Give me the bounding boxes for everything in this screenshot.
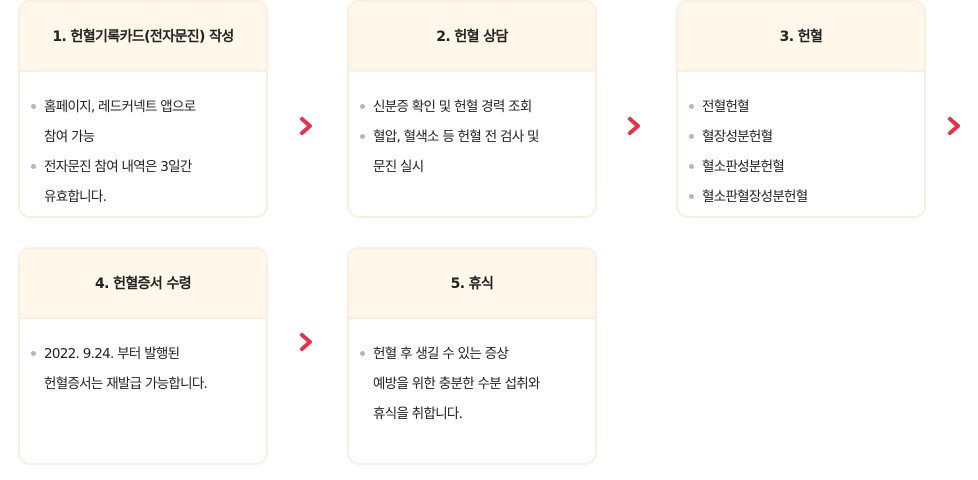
chevron-right-icon <box>298 332 316 352</box>
step-card-3: 3. 헌혈 전혈헌혈 혈장성분헌혈 혈소판성분헌혈 혈소판혈장성분헌혈 <box>676 0 926 218</box>
step-title: 1. 헌혈기록카드(전자문진) 작성 <box>20 2 266 72</box>
list-item: 혈소판성분헌혈 <box>688 152 914 182</box>
list-item: 신분증 확인 및 헌혈 경력 조회 <box>359 92 585 122</box>
step-title: 3. 헌혈 <box>678 2 924 72</box>
step-card-1: 1. 헌혈기록카드(전자문진) 작성 홈페이지, 레드커넥트 앱으로 참여 가능… <box>18 0 268 218</box>
step-card-4: 4. 헌혈증서 수령 2022. 9.24. 부터 발행된 헌혈증서는 재발급 … <box>18 247 268 465</box>
step-card-5: 5. 휴식 헌혈 후 생길 수 있는 증상 예방을 위한 충분한 수분 섭취와 … <box>347 247 597 465</box>
step-list: 전혈헌혈 혈장성분헌혈 혈소판성분헌혈 혈소판혈장성분헌혈 <box>688 92 914 212</box>
step-title: 2. 헌혈 상담 <box>349 2 595 72</box>
step-list: 2022. 9.24. 부터 발행된 헌혈증서는 재발급 가능합니다. <box>30 339 256 399</box>
chevron-right-icon <box>298 116 316 136</box>
chevron-right-icon <box>626 116 644 136</box>
list-item: 전혈헌혈 <box>688 92 914 122</box>
list-item: 헌혈 후 생길 수 있는 증상 예방을 위한 충분한 수분 섭취와 휴식을 취합… <box>359 339 585 429</box>
chevron-right-icon <box>946 116 964 136</box>
list-item: 전자문진 참여 내역은 3일간 유효합니다. <box>30 152 256 212</box>
list-item: 홈페이지, 레드커넥트 앱으로 참여 가능 <box>30 92 256 152</box>
list-item: 혈장성분헌혈 <box>688 122 914 152</box>
step-card-2: 2. 헌혈 상담 신분증 확인 및 헌혈 경력 조회 혈압, 혈색소 등 헌혈 … <box>347 0 597 218</box>
list-item: 혈압, 혈색소 등 헌혈 전 검사 및 문진 실시 <box>359 122 585 182</box>
step-list: 홈페이지, 레드커넥트 앱으로 참여 가능 전자문진 참여 내역은 3일간 유효… <box>30 92 256 212</box>
step-list: 신분증 확인 및 헌혈 경력 조회 혈압, 혈색소 등 헌혈 전 검사 및 문진… <box>359 92 585 182</box>
step-title: 5. 휴식 <box>349 249 595 319</box>
list-item: 2022. 9.24. 부터 발행된 헌혈증서는 재발급 가능합니다. <box>30 339 256 399</box>
list-item: 혈소판혈장성분헌혈 <box>688 182 914 212</box>
step-title: 4. 헌혈증서 수령 <box>20 249 266 319</box>
step-list: 헌혈 후 생길 수 있는 증상 예방을 위한 충분한 수분 섭취와 휴식을 취합… <box>359 339 585 429</box>
